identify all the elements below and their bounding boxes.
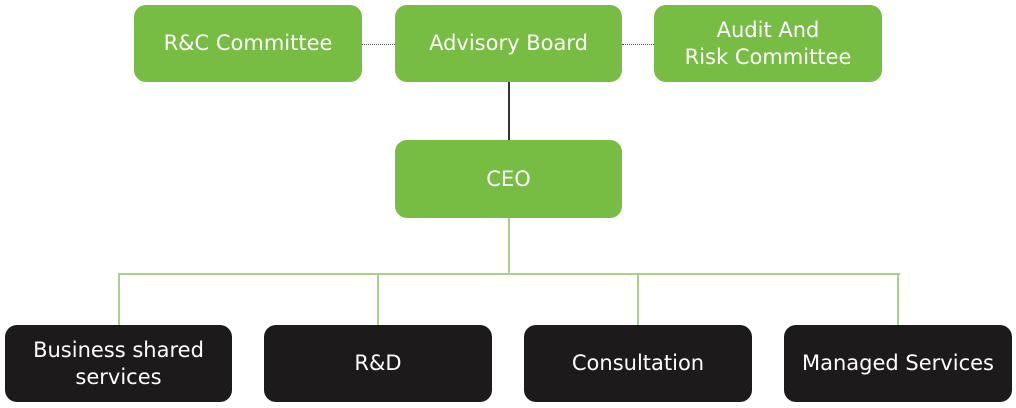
connector-dept-2 (377, 273, 379, 325)
connector-dept-1 (118, 273, 120, 325)
node-label: Consultation (571, 351, 705, 375)
rnd-node: R&D (264, 325, 492, 402)
audit-risk-committee-node: Audit And Risk Committee (654, 5, 882, 82)
managed-services-node: Managed Services (784, 325, 1012, 402)
connector-dept-4 (897, 273, 899, 325)
consultation-node: Consultation (524, 325, 752, 402)
connector-advisory-audit (622, 44, 654, 45)
node-label: R&C Committee (163, 31, 333, 55)
connector-ceo-trunk (508, 218, 510, 274)
connector-dept-3 (637, 273, 639, 325)
node-label: Advisory Board (429, 31, 588, 55)
advisory-board-node: Advisory Board (395, 5, 622, 82)
rc-committee-node: R&C Committee (134, 5, 362, 82)
connector-rc-advisory (362, 44, 395, 45)
connector-departments-bus (118, 273, 900, 275)
node-label: Audit And Risk Committee (684, 17, 852, 69)
node-label: CEO (486, 166, 531, 191)
node-label: R&D (354, 351, 402, 375)
ceo-node: CEO (395, 140, 622, 218)
node-label: Business shared services (33, 337, 204, 389)
business-shared-services-node: Business shared services (5, 325, 232, 402)
node-label: Managed Services (802, 351, 994, 375)
connector-advisory-ceo (508, 82, 510, 140)
